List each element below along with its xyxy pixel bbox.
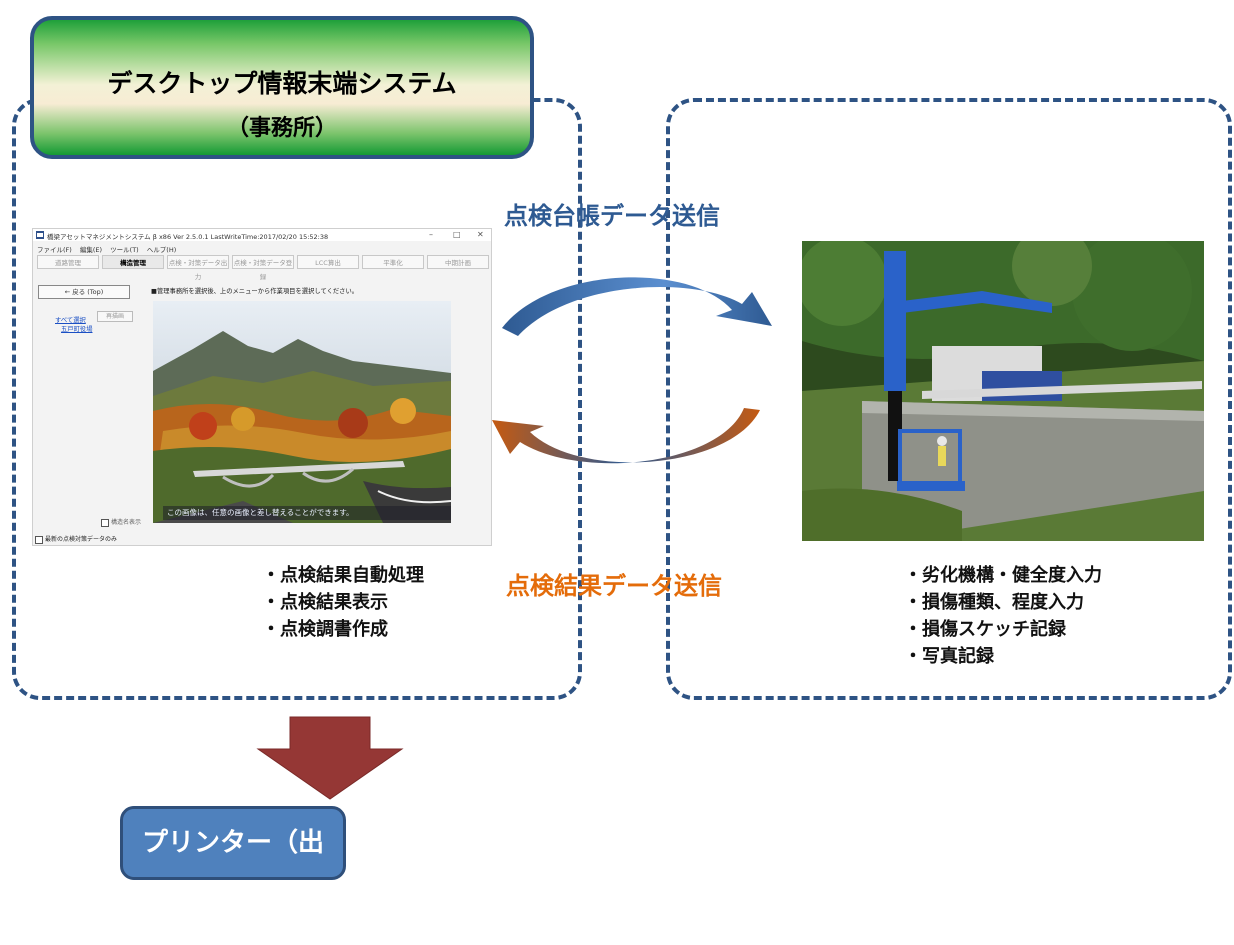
redraw-button[interactable]: 再描画 bbox=[97, 311, 133, 322]
field-system-frame bbox=[666, 98, 1232, 700]
back-top-button[interactable]: ← 戻る (Top) bbox=[38, 285, 130, 299]
list-item: ・点検結果自動処理 bbox=[262, 565, 424, 586]
tab-data-output[interactable]: 点検・対策データ出力 bbox=[167, 255, 229, 281]
list-item: ・損傷種類、程度入力 bbox=[904, 592, 1084, 613]
system-title: デスクトップ情報末端システム bbox=[107, 69, 457, 98]
field-feature-list: ・劣化機構・健全度入力 ・損傷種類、程度入力 ・損傷スケッチ記録 ・写真記録 bbox=[904, 562, 1102, 670]
lower-arrow bbox=[492, 408, 760, 464]
list-item: ・劣化機構・健全度入力 bbox=[904, 565, 1102, 586]
checkbox-icon bbox=[35, 535, 43, 544]
select-all-link[interactable]: すべて選択 bbox=[55, 317, 86, 324]
list-item: ・損傷スケッチ記録 bbox=[904, 619, 1066, 640]
latest-data-checkbox[interactable]: 最新の点検対策データのみ bbox=[35, 534, 117, 544]
tab-lcc[interactable]: LCC算出 bbox=[297, 255, 359, 269]
list-item: ・点検調書作成 bbox=[262, 619, 388, 640]
data-exchange-arrows bbox=[492, 277, 772, 464]
office-link[interactable]: 五戸町役場 bbox=[61, 326, 93, 333]
upper-arrow-label: 点検台帳データ送信 bbox=[504, 202, 720, 230]
office-feature-list: ・点検結果自動処理 ・点検結果表示 ・点検調書作成 bbox=[262, 562, 424, 643]
printer-output-box: プリンター（出力） bbox=[120, 806, 346, 926]
structure-name-label: 構造名表示 bbox=[111, 519, 142, 526]
structure-name-checkbox[interactable]: 構造名表示 bbox=[101, 517, 141, 527]
latest-data-label: 最新の点検対策データのみ bbox=[45, 536, 118, 543]
app-titlebar: 橋梁アセットマネジメントシステム β x86 Ver 2.5.0.1 LastW… bbox=[33, 229, 491, 241]
upper-arrow bbox=[502, 277, 772, 336]
bridge-photo: この画像は、任意の画像と差し替えることができます。 bbox=[153, 301, 451, 523]
system-subtitle: （事務所） bbox=[226, 116, 337, 141]
photo-caption: この画像は、任意の画像と差し替えることができます。 bbox=[163, 506, 451, 520]
tab-midterm-plan[interactable]: 中期計画 bbox=[427, 255, 489, 269]
close-icon[interactable]: ✕ bbox=[477, 230, 484, 239]
app-icon bbox=[36, 231, 44, 239]
app-title: 橋梁アセットマネジメントシステム β x86 Ver 2.5.0.1 LastW… bbox=[47, 233, 329, 241]
app-tab-bar: 道路管理 構造管理 点検・対策データ出力 点検・対策データ登録 LCC算出 平準… bbox=[37, 255, 489, 281]
list-item: ・写真記録 bbox=[904, 646, 994, 667]
menu-help[interactable]: ヘルプ(H) bbox=[146, 246, 177, 254]
lower-arrow-label: 点検結果データ送信 bbox=[506, 572, 722, 600]
menu-edit[interactable]: 編集(E) bbox=[79, 246, 103, 254]
app-window-screenshot: 橋梁アセットマネジメントシステム β x86 Ver 2.5.0.1 LastW… bbox=[32, 228, 492, 546]
menu-tools[interactable]: ツール(T) bbox=[110, 246, 139, 254]
app-menubar: ファイル(F) 編集(E) ツール(T) ヘルプ(H) bbox=[37, 244, 182, 254]
tab-structure-management[interactable]: 構造管理 bbox=[102, 255, 164, 269]
list-item: ・点検結果表示 bbox=[262, 592, 388, 613]
tab-data-register[interactable]: 点検・対策データ登録 bbox=[232, 255, 294, 281]
down-arrow-icon bbox=[256, 716, 404, 800]
maximize-icon[interactable]: □ bbox=[453, 230, 461, 239]
field-inspection-photo bbox=[802, 241, 1204, 541]
checkbox-icon bbox=[101, 518, 109, 527]
system-title-box: デスクトップ情報末端システム （事務所） bbox=[30, 16, 534, 159]
menu-file[interactable]: ファイル(F) bbox=[37, 246, 72, 254]
minimize-icon[interactable]: – bbox=[429, 230, 433, 239]
tab-road-management[interactable]: 道路管理 bbox=[37, 255, 99, 269]
instruction-text: ■管理事務所を選択後、上のメニューから作業項目を選択してください。 bbox=[151, 288, 359, 295]
tab-leveling[interactable]: 平準化 bbox=[362, 255, 424, 269]
